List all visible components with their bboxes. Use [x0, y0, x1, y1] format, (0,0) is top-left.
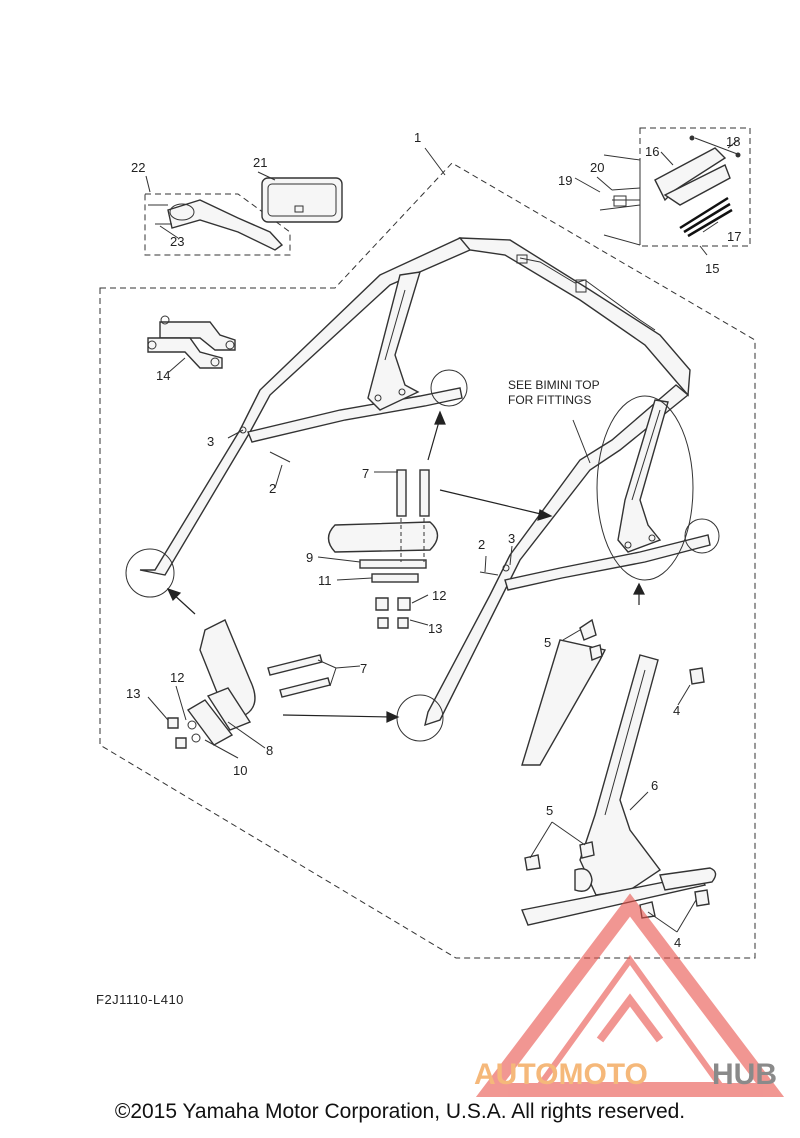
copyright-notice: ©2015 Yamaha Motor Corporation, U.S.A. A…	[114, 1100, 686, 1123]
callout-1: 1	[414, 130, 421, 145]
watermark-wordmark: AUTOMOTO HUB	[474, 1058, 777, 1091]
detail-circle-right-end	[684, 518, 720, 554]
callout-3-right: 3	[508, 531, 515, 546]
tower-frame	[139, 237, 711, 727]
callout-20: 20	[590, 160, 604, 175]
callout-16: 16	[645, 144, 659, 159]
upright-bracket-6	[521, 618, 717, 926]
callout-8: 8	[266, 743, 273, 758]
callout-14: 14	[156, 368, 170, 383]
callout-21: 21	[253, 155, 267, 170]
strap-assembly-15	[599, 135, 741, 246]
detail-box-22	[144, 193, 291, 256]
bimini-note-line1: SEE BIMINI TOP	[508, 378, 600, 392]
bimini-note-line2: FOR FITTINGS	[508, 393, 591, 407]
tower-bracket-left	[367, 271, 421, 411]
mirror-21	[261, 177, 343, 223]
callout-labels: 1 22 23 21 14 3 2 7 9 11 12 13 7 12 13 8…	[126, 130, 741, 950]
callout-17: 17	[727, 229, 741, 244]
bolt-2-right	[479, 564, 510, 576]
detail-circle-left-foot	[125, 548, 175, 598]
clamp-assembly-9	[327, 469, 439, 629]
callout-6: 6	[651, 778, 658, 793]
callout-9: 9	[306, 550, 313, 565]
bolt-2-left	[239, 426, 291, 463]
callout-12-left: 12	[170, 670, 184, 685]
leader-lines	[145, 139, 739, 933]
callout-5-bottom: 5	[546, 803, 553, 818]
callout-12-right: 12	[432, 588, 446, 603]
watermark-part2: HUB	[712, 1058, 777, 1091]
callout-19: 19	[558, 173, 572, 188]
watermark-part1: AUTOMOTO	[474, 1058, 648, 1091]
detail-circle-top	[430, 369, 468, 407]
arrows	[166, 410, 645, 723]
callout-22: 22	[131, 160, 145, 175]
detail-ellipse-right	[596, 395, 694, 581]
callout-7-top: 7	[362, 466, 369, 481]
tower-bracket-right	[617, 399, 669, 553]
callout-10: 10	[233, 763, 247, 778]
callout-4-top: 4	[673, 703, 680, 718]
callout-13-right: 13	[428, 621, 442, 636]
callout-23: 23	[170, 234, 184, 249]
callout-7-bottom: 7	[360, 661, 367, 676]
watermark-logo	[475, 893, 785, 1097]
bracket-14	[147, 315, 236, 369]
callout-11: 11	[318, 573, 332, 588]
mirror-arm-23	[148, 199, 284, 251]
callout-5-top: 5	[544, 635, 551, 650]
assembly-boundary	[99, 162, 756, 959]
callout-13-left: 13	[126, 686, 140, 701]
diagram-code: F2J1110-L410	[96, 992, 184, 1007]
callout-2-right: 2	[478, 537, 485, 552]
callout-4-bottom: 4	[674, 935, 681, 950]
clamp-assembly-8	[167, 619, 331, 749]
detail-box-15	[639, 127, 751, 247]
callout-3-left: 3	[207, 434, 214, 449]
callout-18: 18	[726, 134, 740, 149]
callout-15: 15	[705, 261, 719, 276]
callout-2-left: 2	[269, 481, 276, 496]
